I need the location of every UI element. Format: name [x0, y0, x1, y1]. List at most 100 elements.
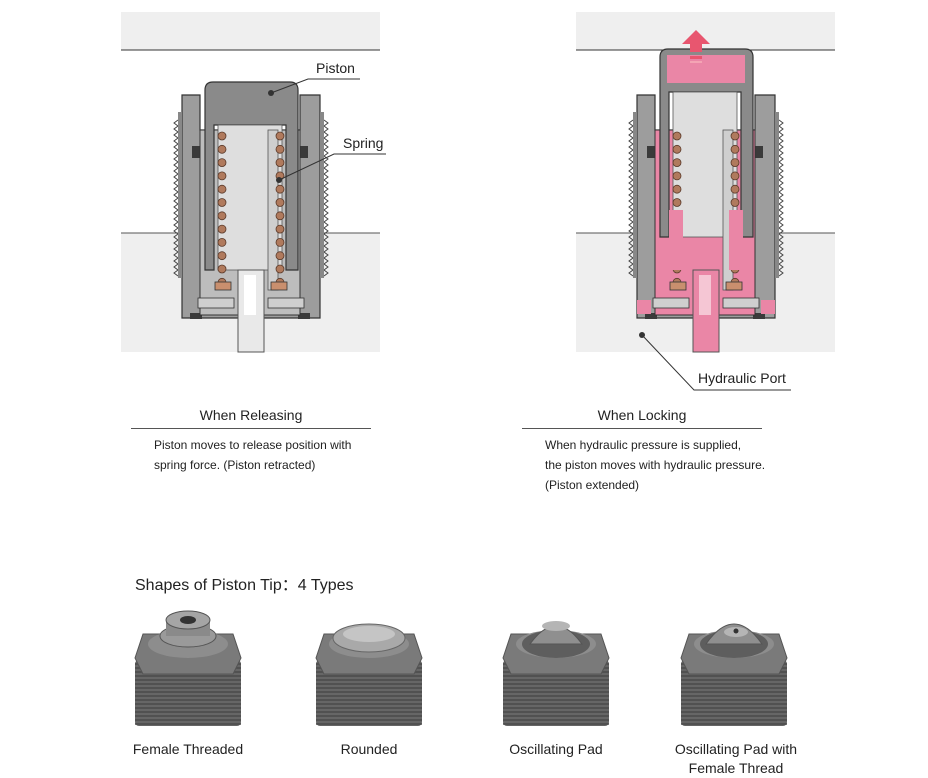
thread-left — [173, 119, 179, 277]
washer — [197, 297, 235, 309]
seal — [298, 313, 310, 319]
spring-coil — [275, 251, 285, 261]
pressure-zone — [637, 300, 651, 314]
caption-divider — [522, 428, 762, 429]
spring-coil — [275, 211, 285, 221]
spring-seat — [214, 281, 232, 291]
washer — [267, 297, 305, 309]
pressure-zone — [669, 210, 683, 270]
tip-thread-hole — [180, 616, 196, 624]
label-piston: Piston — [316, 60, 355, 76]
pressure-chamber — [667, 55, 745, 83]
spring-coil — [730, 158, 740, 168]
washer — [652, 297, 690, 309]
pressure-zone — [761, 300, 775, 314]
seal — [190, 313, 202, 319]
washer — [722, 297, 760, 309]
caption-title-locking: When Locking — [597, 407, 687, 423]
spring-coil — [275, 144, 285, 154]
spring-coil — [217, 198, 227, 207]
spring-coil — [275, 264, 285, 274]
spring-coil — [672, 131, 682, 141]
tip-label-female-threaded: Female Threaded — [132, 741, 244, 757]
spring-coil — [217, 251, 227, 261]
spring-coil — [275, 237, 285, 247]
spring-coil — [672, 184, 682, 194]
spring-coil — [275, 198, 285, 207]
arrow-bar — [690, 56, 702, 59]
leader-spring — [278, 153, 386, 181]
diagram-releasing: Piston Spring — [121, 12, 386, 353]
up-arrow-icon — [682, 30, 710, 52]
thread-right — [323, 119, 329, 277]
caption-line: the piston moves with hydraulic pressure… — [545, 458, 766, 472]
spring-coil — [730, 131, 740, 141]
thread-left — [628, 119, 634, 277]
seal — [298, 146, 308, 158]
leader-port — [641, 334, 791, 391]
port-inner — [244, 275, 256, 315]
spring-coil — [275, 131, 285, 141]
piston — [204, 81, 299, 271]
spring-seat — [725, 281, 743, 291]
spring-coil — [672, 144, 682, 154]
spring-coil — [275, 158, 285, 168]
cylinder-cutaway-locked — [576, 12, 835, 391]
pressure-zone — [729, 210, 743, 270]
seal — [192, 146, 202, 158]
tip-label-oscillating-pad-female-thread: Oscillating Pad with Female Thread — [674, 741, 798, 776]
leader-piston — [270, 78, 360, 94]
label-hydraulic-port: Hydraulic Port — [698, 370, 786, 386]
thread-core-right — [320, 112, 324, 278]
section-heading: Shapes of Piston Tip：4 Types — [135, 577, 354, 594]
spring-coil — [672, 198, 682, 207]
thread-right — [778, 119, 784, 277]
caption-line: spring force. (Piston retracted) — [154, 458, 316, 472]
piston-tip-photos — [134, 610, 788, 726]
spring-coil — [672, 158, 682, 168]
diagram-locking: Hydraulic Port — [576, 12, 835, 391]
thread-core-left — [178, 112, 182, 278]
thread-core-left — [633, 112, 637, 278]
caption-line: When hydraulic pressure is supplied, — [545, 438, 742, 452]
spring-coil — [730, 171, 740, 181]
spring-coil — [730, 184, 740, 194]
caption-line: Piston moves to release position with — [154, 438, 352, 452]
tip-dome-highlight — [343, 626, 395, 642]
spring-rod — [267, 129, 279, 291]
arrow-bar — [690, 61, 702, 63]
spring-coil — [217, 171, 227, 181]
spring-coil — [217, 158, 227, 168]
mounting-plate — [576, 12, 835, 50]
tip-label-oscillating-pad: Oscillating Pad — [509, 741, 603, 757]
caption-line: (Piston extended) — [545, 478, 640, 492]
spring-coil — [730, 198, 740, 207]
seal — [645, 313, 657, 319]
mounting-plate — [121, 12, 380, 50]
port-inner — [699, 275, 711, 315]
cylinder-cutaway-released — [121, 12, 386, 353]
spring-coil — [217, 264, 227, 274]
caption-title-releasing: When Releasing — [199, 407, 303, 423]
tip-pad-top — [542, 621, 570, 631]
spring-coil — [275, 184, 285, 194]
caption-desc-releasing: Piston moves to release position with sp… — [154, 435, 394, 475]
caption-divider — [131, 428, 371, 429]
spring-coil — [217, 184, 227, 194]
spring-seat — [270, 281, 288, 291]
spring-coil — [217, 211, 227, 221]
spring-coil — [217, 144, 227, 154]
tip-thread-hole — [733, 628, 739, 634]
seal — [647, 146, 657, 158]
thread-core-right — [775, 112, 779, 278]
spring-seat — [669, 281, 687, 291]
seal — [753, 313, 765, 319]
tip-label-rounded: Rounded — [340, 741, 398, 757]
spring-coil — [275, 224, 285, 234]
spring-coil — [672, 171, 682, 181]
caption-desc-locking: When hydraulic pressure is supplied, the… — [545, 435, 815, 495]
label-spring: Spring — [343, 135, 383, 151]
spring-coil — [217, 237, 227, 247]
spring-coil — [217, 131, 227, 141]
spring-coil — [217, 224, 227, 234]
